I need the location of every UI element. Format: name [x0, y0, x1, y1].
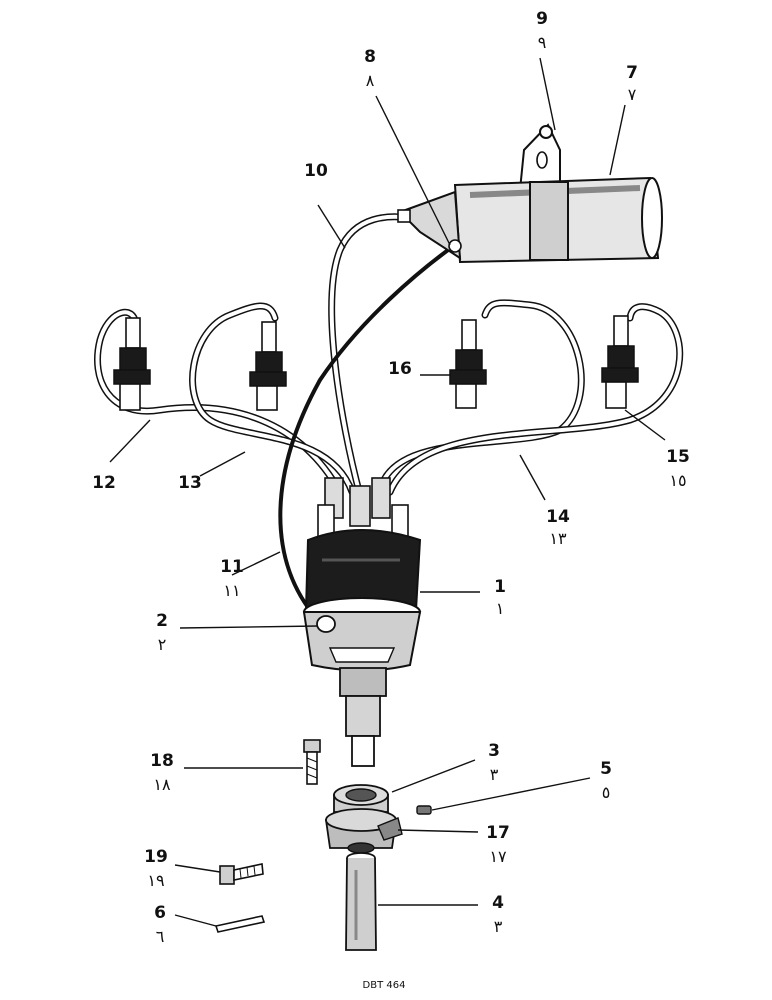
- ignition-coil: [397, 123, 663, 264]
- callout-8: 8: [364, 47, 376, 67]
- callout-14-alt: ١٣: [549, 529, 567, 548]
- callout-15-alt: ١٥: [669, 471, 686, 490]
- callout-15: 15: [666, 447, 690, 467]
- callout-8-alt: ٨: [366, 71, 375, 90]
- callout-16: 16: [388, 359, 412, 379]
- callout-9-alt: ٩: [538, 33, 547, 52]
- callout-7: 7: [626, 63, 638, 83]
- callout-19: 19: [144, 847, 168, 867]
- callout-7-alt: ٧: [628, 85, 637, 104]
- distributor: [302, 477, 422, 767]
- callout-17-alt: ١٧: [489, 847, 507, 866]
- spark-plug-16: [449, 319, 487, 409]
- callout-9: 9: [536, 9, 548, 29]
- callout-18: 18: [150, 751, 174, 771]
- callout-3: 3: [488, 741, 500, 761]
- callout-6-alt: ٦: [156, 927, 165, 946]
- callout-19-alt: ١٩: [147, 871, 164, 890]
- ht-leads: [94, 213, 684, 622]
- clamp-ring: [324, 784, 403, 854]
- callout-2-alt: ٢: [158, 635, 167, 654]
- pin-6: [214, 915, 266, 933]
- callout-4: 4: [492, 893, 504, 913]
- drawing-reference: DBT 464: [363, 980, 406, 991]
- callout-10: 10: [304, 161, 328, 181]
- callout-13: 13: [178, 473, 202, 493]
- callout-14: 14: [546, 507, 570, 527]
- callout-3-alt: ٣: [490, 765, 499, 784]
- spark-plug-12: [113, 317, 151, 411]
- callout-1-alt: ١: [496, 599, 505, 618]
- callout-6: 6: [154, 903, 166, 923]
- drive-sleeve: [345, 852, 377, 951]
- spark-plug-15: [601, 315, 639, 409]
- leader-lines: [109, 57, 666, 927]
- callout-18-alt: ١٨: [153, 775, 171, 794]
- bolt-19: [219, 863, 264, 885]
- bolt-18: [303, 739, 321, 785]
- callout-11: 11: [220, 557, 244, 577]
- callout-5: 5: [600, 759, 612, 779]
- callout-4-alt: ٣: [494, 917, 503, 936]
- callout-5-alt: ٥: [602, 783, 611, 802]
- pinch-screw: [416, 805, 432, 815]
- callout-12: 12: [92, 473, 116, 493]
- callout-2: 2: [156, 611, 168, 631]
- callout-17: 17: [486, 823, 510, 843]
- callout-labels: 9 ٩ 7 ٧ 8 ٨ 10 16 12 13 14 ١٣ 15 ١٥ 11 ١…: [92, 9, 690, 991]
- callout-11-alt: ١١: [223, 581, 240, 600]
- spark-plug-13: [249, 321, 287, 411]
- callout-1: 1: [494, 577, 506, 597]
